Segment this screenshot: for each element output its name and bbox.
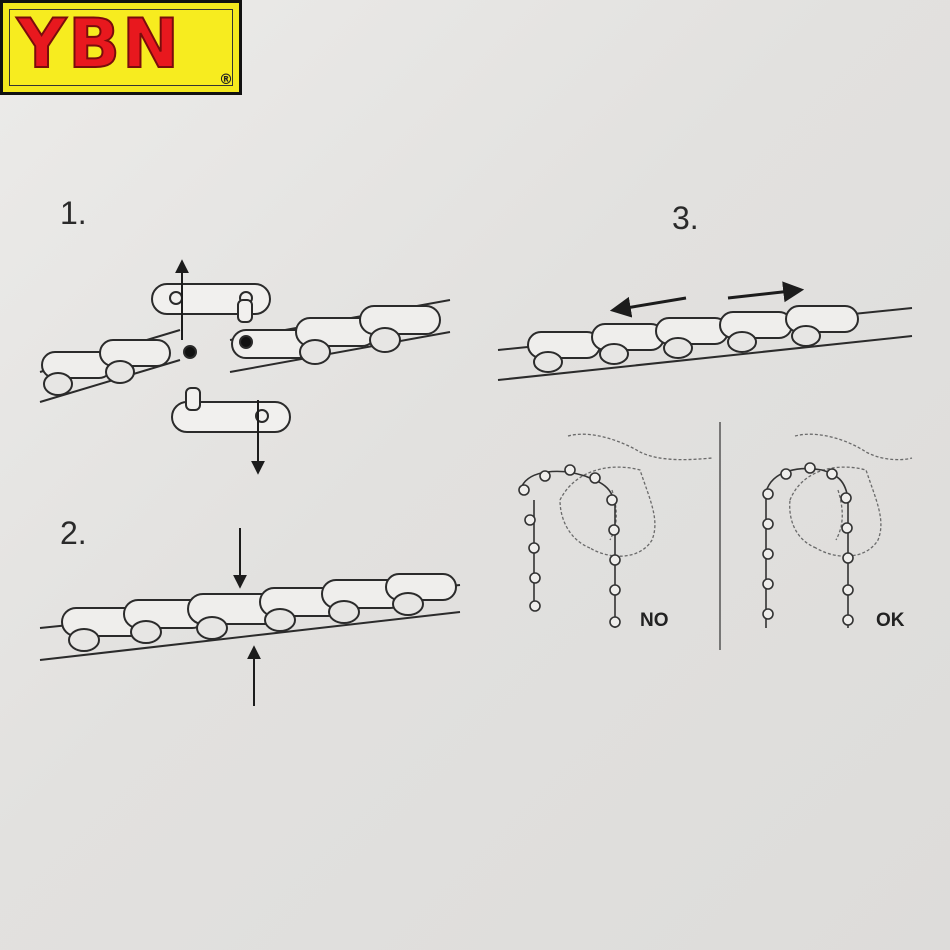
step-3-number: 3. [672, 200, 699, 236]
chain-straight-ok [762, 462, 854, 628]
master-link-bottom-plate [171, 387, 291, 433]
brand-name: YBN [16, 4, 181, 85]
master-link-top-plate [151, 283, 271, 323]
chain-links-left [41, 339, 171, 396]
pin-hole-left [183, 345, 197, 359]
chain-links [61, 573, 457, 652]
arrow-left-icon [609, 296, 687, 318]
chain-links [527, 305, 859, 373]
label-ok: OK [876, 610, 905, 631]
brand-logo: YBN ® [0, 0, 242, 95]
step-1-number: 1. [60, 195, 87, 231]
hand-icon [789, 433, 913, 557]
arrow-right-icon [727, 281, 805, 303]
chain-links-right [231, 305, 441, 365]
step-3-illustration [497, 281, 913, 381]
registered-mark: ® [219, 72, 233, 88]
step-2-number: 2. [60, 515, 87, 551]
pin-hole-right [239, 335, 253, 349]
step-2-illustration [39, 528, 461, 706]
step-1-illustration [39, 259, 451, 475]
chain-bent-no [518, 464, 621, 628]
label-no: NO [640, 610, 669, 631]
brand-logo-panel [9, 9, 233, 86]
hand-icon [559, 433, 713, 557]
